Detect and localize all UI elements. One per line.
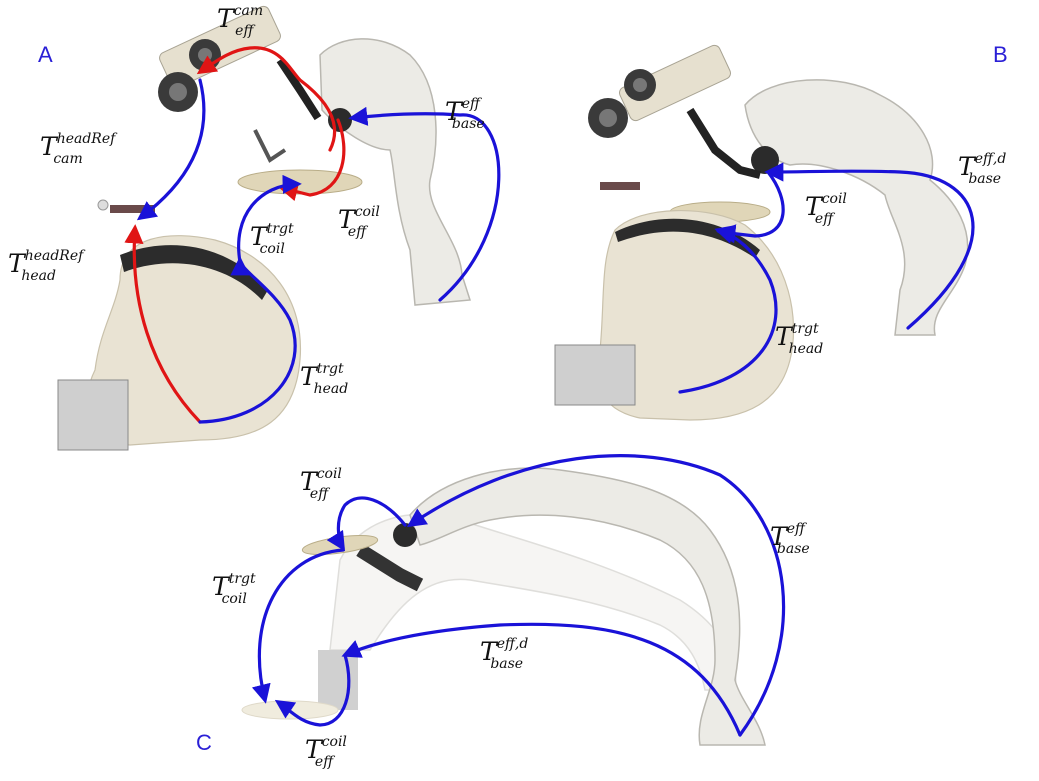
panel-b-letter: B: [993, 42, 1008, 67]
arrow-c-base-effd: [345, 624, 740, 735]
robot-arm-c-icon: [360, 468, 765, 745]
panel-a-letter: A: [38, 42, 53, 67]
head-phantom-a-icon: [58, 236, 300, 450]
camera-b-icon: [588, 43, 732, 138]
head-reference-tracker-icon: [98, 200, 155, 213]
panel-a: A: [8, 3, 499, 450]
panel-c-letter: C: [196, 730, 212, 755]
